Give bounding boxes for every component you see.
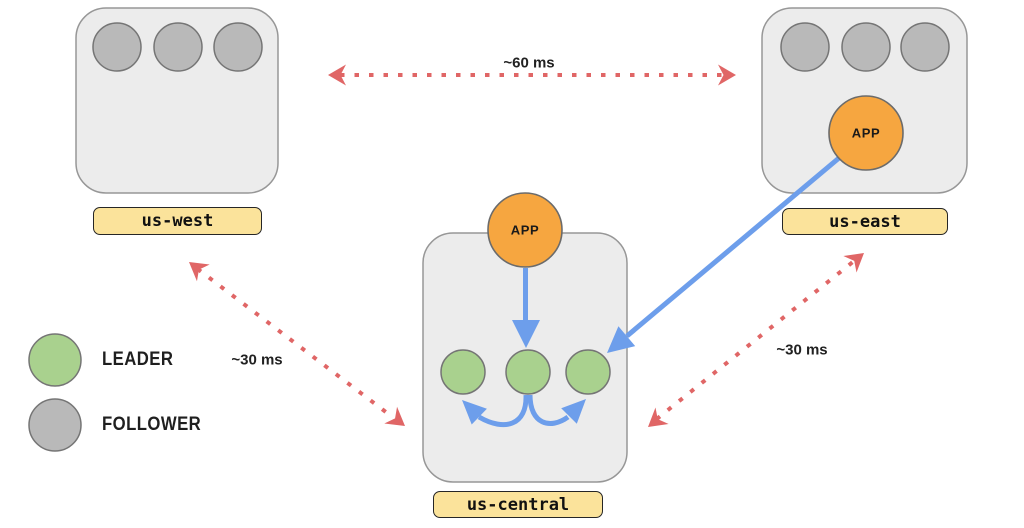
latency-label-central-east: ~30 ms [776,341,828,359]
arrowhead [561,399,586,424]
replication-arrow-left [462,394,529,428]
follower-node [153,22,203,72]
follower-node [780,22,830,72]
replication-arc [527,394,570,426]
arrowhead [189,262,210,282]
app-write-arrow-us-east [607,156,841,353]
us-east-follower-nodes [780,22,950,72]
latency-label-west-east: ~60 ms [503,54,555,72]
legend-leader-swatch [28,333,82,387]
latency-arrow-central-east [648,253,864,427]
us-central-leader-nodes [440,349,611,395]
app-node-us-east [828,95,904,171]
replication-arrow-right [527,394,586,426]
app-label-us-central: APP [510,222,540,238]
follower-node [92,22,142,72]
arrowhead [462,400,487,425]
arrowhead [384,406,405,426]
app-write-line [625,156,841,338]
follower-node [900,22,950,72]
us-west-follower-nodes [92,22,263,72]
latency-arrow-west-east [328,64,736,86]
arrowhead [328,64,346,86]
app-write-arrow-us-central [512,268,540,348]
region-label-us-west: us-west [93,207,262,235]
replication-arc [477,394,529,428]
region-label-us-east: us-east [782,208,948,235]
app-node-us-central [487,192,563,268]
legend-follower-label: FOLLOWER [102,414,202,435]
latency-label-west-central: ~30 ms [231,351,283,369]
leader-node [505,349,551,395]
legend-follower-swatch [28,398,82,452]
arrowhead [843,253,864,273]
leader-node [440,349,486,395]
latency-arrow-west-central [189,262,405,426]
arrowhead [512,320,540,348]
latency-arrow-line [655,258,857,421]
leader-node [565,349,611,395]
latency-arrow-line [196,267,398,422]
app-label-us-east: APP [851,125,881,141]
legend-leader-label: LEADER [102,349,174,370]
follower-node [841,22,891,72]
arrowhead [648,407,669,427]
arrowhead [607,326,636,353]
arrowhead [718,64,736,86]
follower-node [213,22,263,72]
region-label-us-central: us-central [433,491,603,518]
